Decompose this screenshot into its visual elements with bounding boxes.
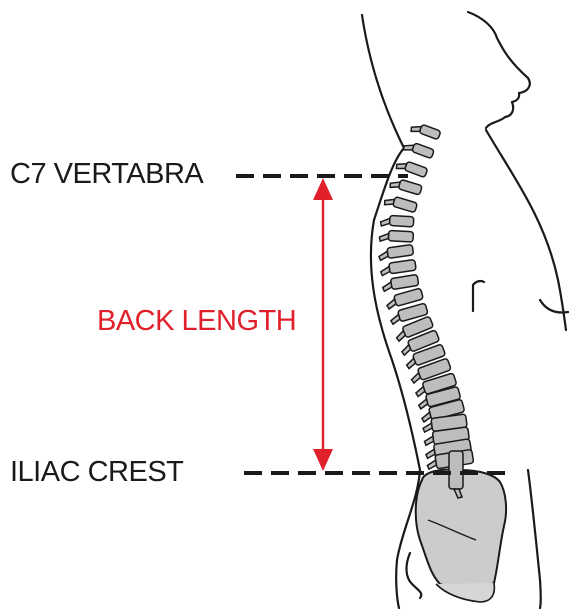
vertebra (378, 244, 414, 260)
vertebra (389, 177, 422, 196)
vertebra (379, 230, 413, 243)
back-length-label: BACK LENGTH (97, 307, 296, 336)
iliac-crest-label: ILIAC CREST (10, 458, 183, 487)
vertebra (403, 140, 435, 160)
vertebra (382, 274, 419, 291)
vertebra (380, 259, 417, 275)
spine-icon (378, 121, 474, 498)
back-length-arrow-icon (313, 178, 333, 471)
c7-vertabra-label: C7 VERTABRA (10, 160, 203, 189)
vertebra (410, 121, 441, 141)
vertebra (380, 215, 413, 228)
vertebra (384, 194, 418, 214)
